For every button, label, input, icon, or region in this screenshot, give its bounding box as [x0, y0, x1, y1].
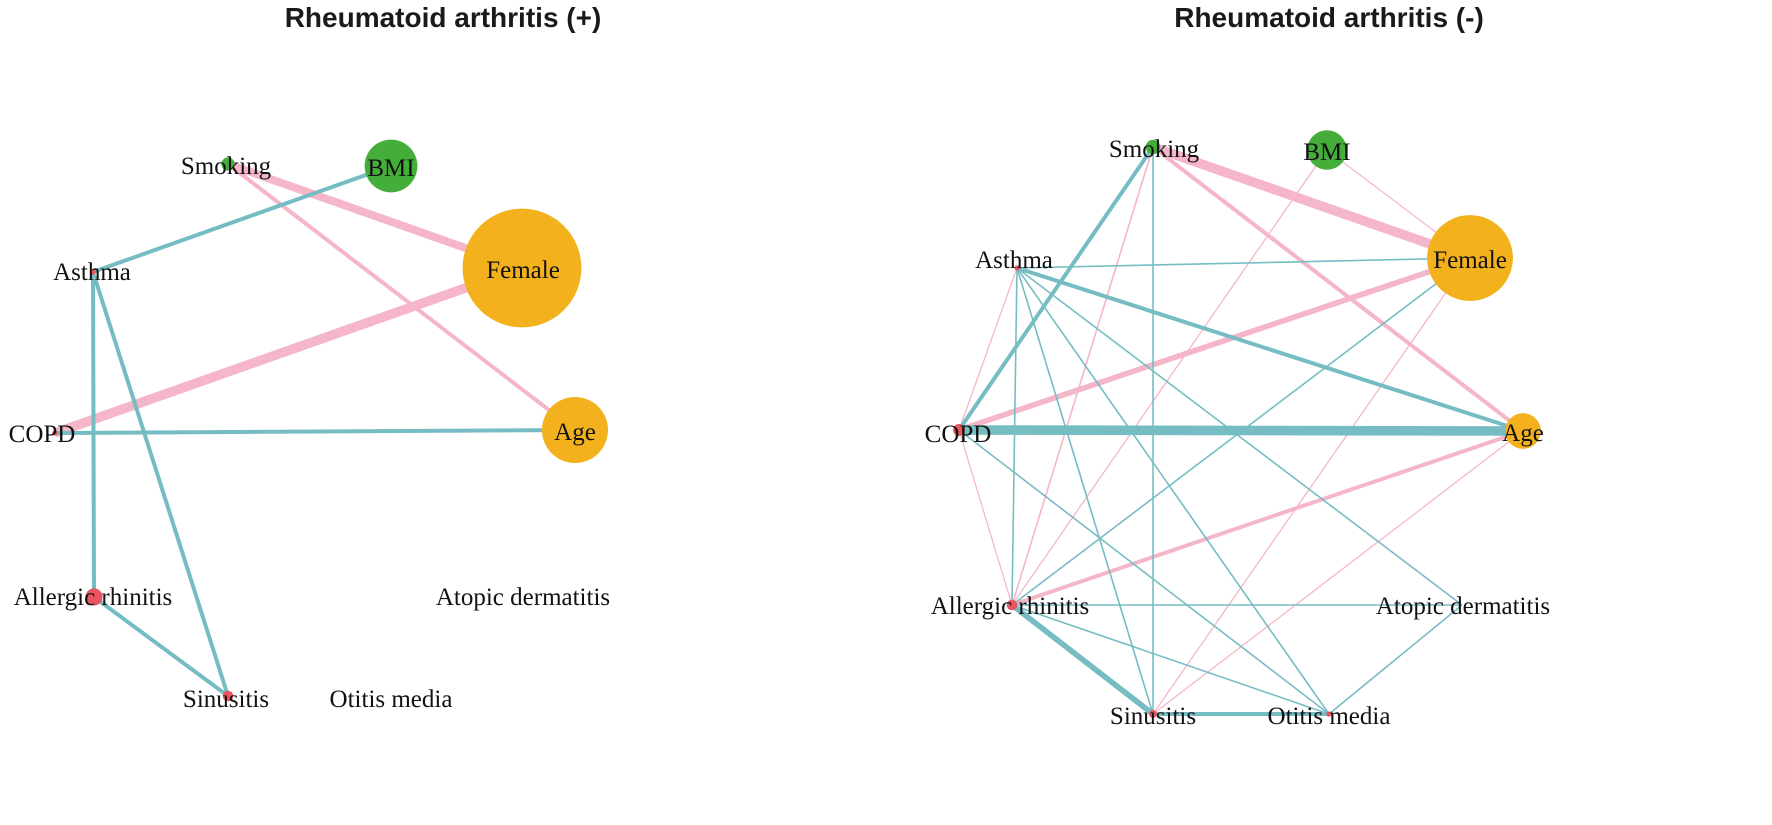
- node-label-sinusitis: Sinusitis: [1110, 703, 1196, 730]
- node-label-smoking: Smoking: [1109, 136, 1200, 163]
- network-panel-ra-negative: Rheumatoid arthritis (-) Smoking BMI Femal…: [886, 0, 1772, 825]
- node-sinusitis: [1149, 710, 1157, 718]
- node-label-copd: COPD: [925, 421, 992, 448]
- edge-smoking-copd: [957, 145, 1155, 432]
- edge-asthma-age: [1016, 266, 1524, 433]
- node-label-allergic: Allergic rhinitis: [931, 593, 1090, 620]
- edge-copd-otitis: [958, 429, 1330, 715]
- node-age: [1505, 413, 1541, 449]
- edge-smoking-female: [1151, 142, 1472, 263]
- edge-smoking-age: [1151, 145, 1525, 433]
- node-female: [462, 208, 582, 328]
- edge-asthma-female: [1016, 257, 1471, 269]
- node-layer: [953, 130, 1541, 718]
- edge-asthma-otitis: [1016, 267, 1330, 715]
- edge-asthma-atopic: [1016, 267, 1463, 606]
- node-label-allergic: Allergic rhinitis: [14, 584, 173, 611]
- node-asthma: [90, 269, 96, 275]
- edge-allergic-otitis: [1011, 604, 1330, 715]
- edge-asthma-copd: [958, 267, 1018, 431]
- node-label-atopic: Atopic dermatitis: [1376, 593, 1550, 620]
- edge-smoking-allergic: [1011, 146, 1154, 606]
- edge-allergic-sinusitis: [92, 595, 230, 698]
- node-age: [542, 397, 608, 463]
- edge-copd-female: [53, 263, 524, 438]
- node-copd: [52, 430, 58, 436]
- edge-allergic-sinusitis: [1010, 602, 1155, 717]
- edge-bmi-allergic: [1011, 149, 1328, 606]
- node-asthma: [1014, 265, 1020, 271]
- edge-bmi-asthma: [92, 164, 392, 274]
- node-label-asthma: Asthma: [53, 259, 131, 286]
- edge-copd-allergic: [958, 429, 1013, 606]
- edge-allergic-female: [1011, 257, 1471, 606]
- edge-copd-age: [54, 428, 576, 435]
- node-label-bmi: BMI: [1303, 139, 1350, 166]
- node-bmi: [1307, 130, 1347, 170]
- edge-smoking-age: [226, 162, 577, 432]
- node-label-copd: COPD: [9, 421, 76, 448]
- node-otitis: [1326, 711, 1332, 717]
- node-label-otitis: Otitis media: [330, 686, 453, 713]
- node-copd: [953, 424, 965, 436]
- network-panel-ra-positive: Rheumatoid arthritis (+) Smoking BMI Femal…: [9, 2, 610, 713]
- edge-allergic-age: [1011, 429, 1524, 607]
- edge-sinusitis-age: [1152, 430, 1524, 715]
- node-label-bmi: BMI: [367, 155, 414, 182]
- node-female: [1427, 215, 1513, 301]
- node-smoking: [1145, 139, 1161, 155]
- panel-title: Rheumatoid arthritis (+): [284, 2, 602, 33]
- edge-asthma-allergic: [1011, 267, 1018, 606]
- edge-copd-female: [958, 255, 1471, 433]
- edge-layer: [53, 160, 577, 698]
- edge-otitis-atopic: [1328, 604, 1463, 715]
- node-label-sinusitis: Sinusitis: [183, 686, 269, 713]
- node-bmi: [364, 139, 418, 193]
- panel-title: Rheumatoid arthritis (-): [1174, 2, 1484, 33]
- node-allergic: [1006, 599, 1018, 611]
- node-layer: [52, 139, 608, 702]
- node-sinusitis: [222, 690, 234, 702]
- node-label-age: Age: [554, 419, 596, 446]
- node-label-atopic: Atopic dermatitis: [436, 584, 610, 611]
- node-label-female: Female: [486, 257, 560, 284]
- node-label-age: Age: [1502, 420, 1544, 447]
- edge-sinusitis-female: [1152, 257, 1471, 715]
- node-allergic: [85, 588, 103, 606]
- node-label-otitis: Otitis media: [1268, 703, 1391, 730]
- node-label-female: Female: [1433, 247, 1507, 274]
- edge-layer: [957, 142, 1525, 717]
- node-smoking: [221, 157, 235, 171]
- node-label-asthma: Asthma: [975, 247, 1053, 274]
- edge-asthma-sinusitis: [91, 271, 230, 697]
- node-label-smoking: Smoking: [181, 153, 272, 180]
- edge-asthma-sinusitis: [1016, 267, 1154, 715]
